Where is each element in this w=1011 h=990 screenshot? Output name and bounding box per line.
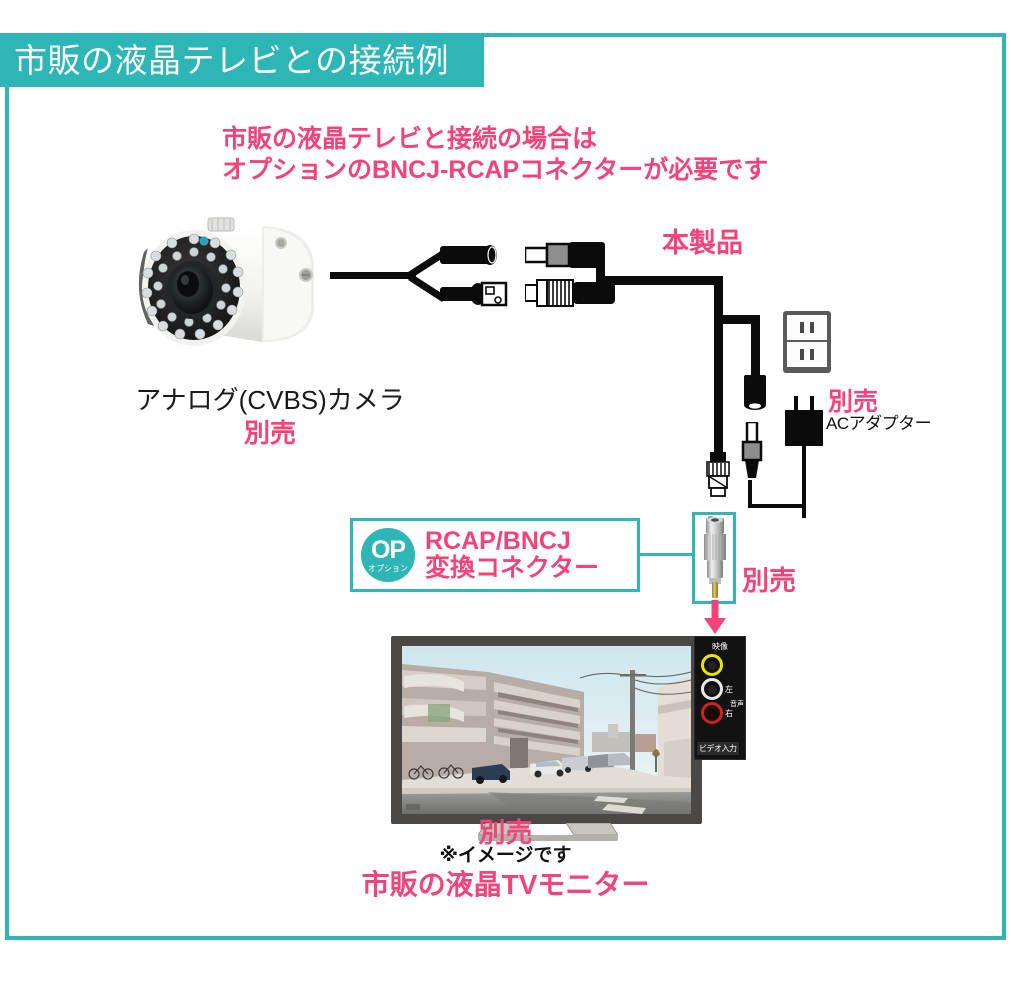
option-badge-sub: オプション — [368, 563, 408, 573]
option-box-text: RCAP/BNCJ 変換コネクター — [425, 528, 599, 582]
flow-arrow-to-tv-icon — [704, 600, 726, 634]
product-cable-down — [714, 276, 723, 322]
option-line-1: RCAP/BNCJ — [425, 527, 571, 555]
cable-split — [408, 250, 446, 302]
ac-plug-cord — [802, 446, 806, 518]
tv-name-label: 市販の液晶TVモニター — [361, 869, 650, 900]
tv-input-panel: 映像 左 右 音声 ビデオ入力 — [694, 636, 746, 760]
camera-name-label: アナログ(CVBS)カメラ — [135, 385, 405, 415]
audio-right-label: 右 — [725, 708, 733, 718]
product-cable-upper — [596, 251, 605, 281]
rca-audio-right-jack-icon[interactable] — [701, 702, 723, 724]
bullet-camera-icon — [138, 217, 314, 346]
jack-row-left[interactable]: 左 — [701, 678, 745, 700]
product-cable-video-down — [714, 315, 723, 460]
tv-screen — [402, 646, 691, 814]
ac-adapter-dc-plug-icon — [741, 422, 763, 478]
rca-audio-left-jack-icon[interactable] — [701, 678, 723, 700]
video-input-panel-label: ビデオ入力 — [697, 742, 739, 755]
audio-left-label: 左 — [725, 684, 733, 694]
ac-sold-separately-label: 別売 — [828, 388, 879, 416]
tv-sold-separately-label: 別売 — [478, 818, 533, 848]
option-leader-line — [640, 553, 695, 556]
wall-outlet-icon — [783, 311, 831, 373]
option-badge: OP オプション — [361, 528, 415, 582]
header-banner: 市販の液晶テレビとの接続例 — [0, 33, 484, 87]
jack-row-video[interactable] — [701, 654, 745, 676]
option-connector-box: OP オプション RCAP/BNCJ 変換コネクター — [350, 518, 640, 592]
ac-plug-pin-right — [810, 396, 814, 410]
option-line-2: 変換コネクター — [425, 554, 600, 582]
product-cable-join — [596, 276, 723, 285]
dc-female-connector-icon — [440, 245, 497, 265]
video-input-label: 映像 — [712, 642, 728, 651]
jack-row-right[interactable]: 右 — [701, 702, 745, 724]
option-badge-main: OP — [370, 535, 406, 564]
instruction-line-2: オプションのBNCJ-RCAPコネクターが必要です — [222, 156, 769, 184]
product-cable-split-bar — [714, 315, 760, 324]
camera-caption: アナログ(CVBS)カメラ 別売 — [110, 385, 430, 449]
tv-image-note: ※イメージです — [439, 845, 572, 866]
rca-video-jack-icon[interactable] — [701, 654, 723, 676]
power-lead-female-end-icon — [744, 375, 766, 410]
dc-male-plug-icon — [525, 242, 605, 268]
camera-sold-separately-label: 別売 — [243, 417, 296, 448]
audio-group-label: 音声 — [730, 701, 744, 708]
bnc-female-connector-icon — [440, 281, 508, 307]
tv-stand — [478, 823, 618, 841]
camera-cable-trunk — [330, 272, 416, 279]
product-bnc-end-icon — [706, 452, 730, 497]
bnc-male-plug-icon — [525, 279, 615, 307]
adapter-sold-separately-label: 別売 — [742, 566, 796, 596]
product-label: 本製品 — [662, 228, 743, 258]
bnc-to-rca-adapter-icon — [704, 516, 726, 598]
ac-plug-pin-left — [794, 396, 798, 410]
ac-adapter-name-label: ACアダプター — [826, 414, 932, 433]
ac-plug-icon — [785, 410, 823, 446]
page-title: 市販の液晶テレビとの接続例 — [14, 41, 450, 79]
instruction-line-1: 市販の液晶テレビと接続の場合は — [222, 125, 598, 153]
product-cable-power-down — [751, 315, 760, 395]
instruction-text: 市販の液晶テレビと接続の場合は オプションのBNCJ-RCAPコネクターが必要で… — [222, 124, 768, 186]
tv-screen-image — [402, 646, 691, 814]
